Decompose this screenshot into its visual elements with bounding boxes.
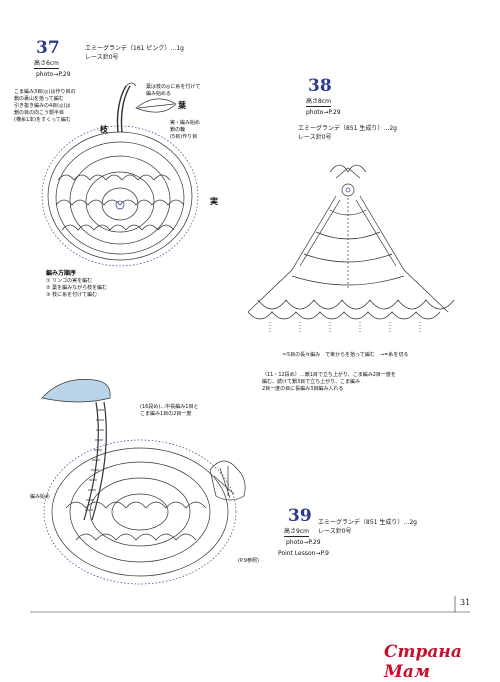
order-title: 編み方順序: [46, 270, 77, 277]
pattern-39-photo: photo→P.29: [286, 539, 321, 546]
note-line: 鎖の輪: [170, 127, 186, 133]
pattern-37-materials: エミーグランデ（161 ピンク）…1g レース針0号: [85, 44, 184, 62]
pattern-37-size: 高さ6cm: [34, 60, 59, 69]
material-line: レース針0号: [298, 134, 332, 141]
fruit-label: 実: [210, 197, 218, 206]
pattern-38-rows-note: （11・12段め）…鎖1目で立ち上がり、こま編み2目一度を 編む、続けて鎖3目で…: [262, 372, 396, 393]
pattern-39-size: 高さ9cm: [284, 528, 309, 537]
material-line: エミーグランデ（161 ピンク）…1g: [85, 45, 184, 52]
note-line: (5目)作り目: [170, 134, 198, 140]
pattern-39-materials: エミーグランデ（851 生成り）…2g レース針0号: [318, 518, 417, 536]
note-line: 鎖の裏山を拾って編む: [14, 96, 64, 102]
pattern-39-point-lesson: Point Lesson→P.9: [278, 550, 329, 557]
material-line: レース針0号: [85, 54, 119, 61]
page-number: 31: [460, 598, 471, 607]
order-step: ② 葉を編みながら枝を編む: [46, 285, 108, 291]
note-line: こま編み1目の2目一度: [140, 411, 192, 417]
note-line: 実・編み始め: [170, 120, 201, 126]
note-line: 引き抜き編みの4目(◎)は: [14, 103, 71, 109]
swan-diagram: [41, 379, 246, 585]
swan-start-label: 編み始め: [30, 494, 51, 500]
leaf-label: 葉: [178, 101, 186, 110]
note-line: 2目一度の目に長編み3目編み入れる: [262, 386, 344, 392]
note-line: こま編み3目(◎)は作り目の: [14, 89, 76, 95]
pattern-37-order: 編み方順序 ① リンゴの実を編む ② 葉を編みながら枝を編む ③ 枝に糸を付けて…: [46, 270, 107, 299]
pattern-39-number: 39: [288, 506, 312, 526]
material-line: エミーグランデ（851 生成り）…2g: [318, 519, 417, 526]
order-step: ① リンゴの実を編む: [46, 278, 93, 284]
note-line: 葉は枝の◎に糸を付けて: [146, 84, 201, 90]
pattern-38-size: 高さ8cm: [306, 98, 331, 107]
note-line: 鎖の目の向こう側半目: [14, 110, 65, 116]
apple-diagram: [41, 82, 199, 267]
pattern-38-legend: ＝5目の長々編み で束からを拾って編む →=糸を切る: [282, 352, 409, 358]
material-line: エミーグランデ（851 生成り）…2g: [298, 125, 397, 132]
pattern-38-number: 38: [308, 76, 332, 96]
pattern-38-photo: photo→P.29: [306, 109, 341, 116]
pattern-38-materials: エミーグランデ（851 生成り）…2g レース針0号: [298, 124, 397, 142]
fruit-start-note: 実・編み始め 鎖の輪 (5目)作り目: [170, 120, 200, 141]
order-step: ③ 枝に糸を付けて編む: [46, 292, 98, 298]
bell-diagram: [247, 164, 455, 332]
pattern-39-note: (16段め)…中長編み1目と こま編み1目の2目一度: [140, 404, 198, 418]
pattern-37-photo: photo→P.29: [36, 71, 71, 78]
note-line: （11・12段め）…鎖1目で立ち上がり、こま編み2目一度を: [262, 372, 396, 378]
stem-label: 枝: [100, 125, 108, 134]
note-line: (横糸1本)をすくって編む: [14, 117, 71, 123]
note-line: 編み始める: [146, 91, 172, 97]
leaf-note: 葉は枝の◎に糸を付けて 編み始める: [146, 84, 200, 98]
watermark: Страна Мам: [384, 642, 462, 682]
p9-reference: (P.9参照): [238, 558, 259, 564]
pattern-37-notes: こま編み3目(◎)は作り目の 鎖の裏山を拾って編む 引き抜き編みの4目(◎)は …: [14, 89, 75, 124]
pattern-37-number: 37: [36, 38, 60, 58]
crochet-diagrams: [30, 82, 470, 613]
note-line: (16段め)…中長編み1目と: [140, 404, 199, 410]
material-line: レース針0号: [318, 528, 352, 535]
note-line: 編む、続けて鎖3目で立ち上がり、こま編み: [262, 379, 360, 385]
